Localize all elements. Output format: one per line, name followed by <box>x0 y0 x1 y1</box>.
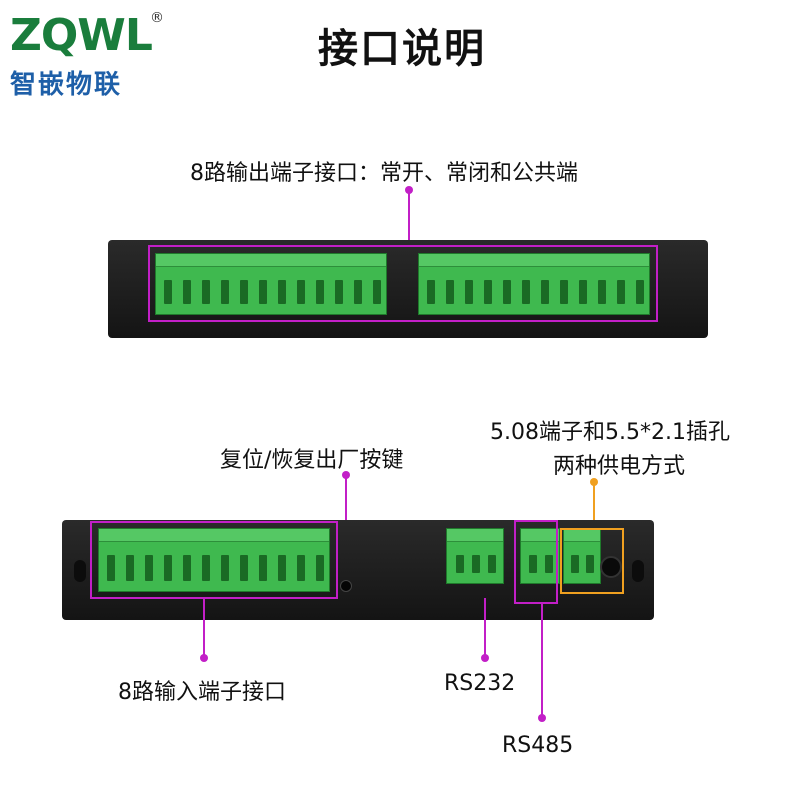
reset-button-label: 复位/恢复出厂按键 <box>220 448 404 473</box>
input-annotation-dot <box>200 654 208 662</box>
output-annotation-line <box>408 190 410 246</box>
reset-button[interactable] <box>340 580 352 592</box>
rs485-terminal-block <box>520 528 560 584</box>
output-terminal-block-left <box>155 253 387 315</box>
rs485-label: RS485 <box>502 733 574 758</box>
rs232-annotation-dot <box>481 654 489 662</box>
power-label-line2: 两种供电方式 <box>553 454 686 479</box>
power-highlight <box>560 528 624 594</box>
output-terminal-block-right <box>418 253 650 315</box>
mounting-hole-icon <box>74 560 86 582</box>
rs232-label: RS232 <box>444 671 516 696</box>
logo-registered-mark: ® <box>150 10 164 26</box>
mounting-hole-icon <box>632 560 644 582</box>
rs485-highlight <box>514 520 558 604</box>
page-title: 接口说明 <box>318 26 486 72</box>
logo-brand: ZQWL <box>10 10 153 61</box>
power-annotation-line <box>593 482 595 530</box>
rs485-annotation-dot <box>538 714 546 722</box>
output-terminals-label: 8路输出端子接口：常开、常闭和公共端 <box>190 161 578 186</box>
rs485-annotation-line <box>541 604 543 716</box>
rs232-annotation-line <box>484 598 486 656</box>
power-terminal-block <box>563 528 601 584</box>
rs232-terminal-block <box>446 528 504 584</box>
dc-jack-icon <box>600 556 622 578</box>
logo: ZQWL ® 智嵌物联 <box>10 10 164 100</box>
input-terminal-block <box>98 528 330 592</box>
power-label: 5.08端子和5.5*2.1插孔 <box>490 420 730 445</box>
output-terminals-highlight <box>148 245 658 322</box>
logo-cn-name: 智嵌物联 <box>10 70 123 100</box>
input-annotation-line <box>203 599 205 655</box>
input-terminals-label: 8路输入端子接口 <box>118 680 286 705</box>
input-terminals-highlight <box>90 521 338 599</box>
